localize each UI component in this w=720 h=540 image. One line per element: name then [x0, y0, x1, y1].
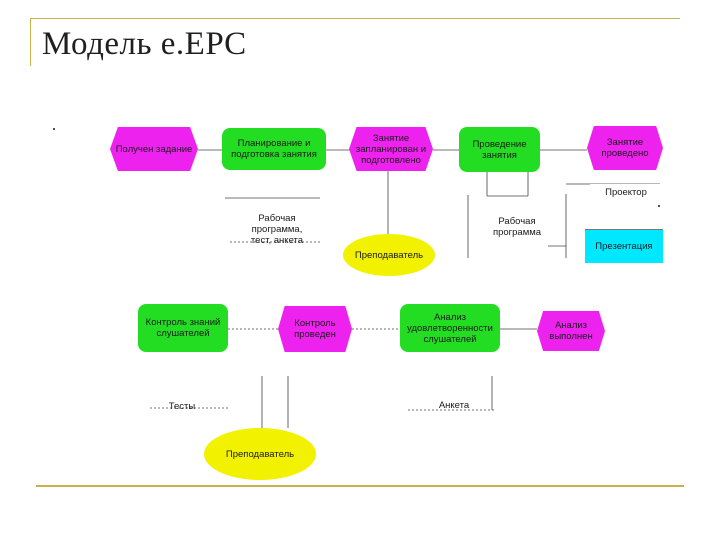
function-conducting: Проведение занятия [459, 127, 540, 172]
frame-bottom-line [36, 485, 684, 487]
event-task-received: Получен задание [110, 127, 198, 171]
org-teacher-bottom: Преподаватель [204, 428, 316, 480]
function-knowledge-control: Контроль знаний слушателей [138, 304, 228, 352]
slide-title: Модель е.EPC [42, 26, 247, 62]
event-lesson-held: Занятие проведено [587, 126, 663, 170]
frame-top-line [30, 18, 680, 19]
frame-left-line [30, 18, 31, 66]
event-control-done: Контроль проведен [278, 306, 352, 352]
document-tests: Тесты [168, 401, 196, 412]
stray-dot [658, 205, 660, 207]
resource-projector: Проектор [590, 184, 662, 200]
function-planning: Планирование и подготовка занятия [222, 128, 326, 170]
stray-dot [53, 128, 55, 130]
function-satisfaction-analysis: Анализ удовлетворенности слушателей [400, 304, 500, 352]
event-lesson-planned: Занятие запланирован и подготовлено [349, 127, 433, 171]
document-work-program-test: Рабочая программа, тест, анкета [250, 213, 304, 246]
resource-presentation: Презентация [585, 229, 663, 263]
event-analysis-done: Анализ выполнен [537, 311, 605, 351]
document-questionnaire: Анкета [438, 400, 470, 411]
org-teacher-top: Преподаватель [343, 234, 435, 276]
document-work-program: Рабочая программа [492, 216, 542, 238]
